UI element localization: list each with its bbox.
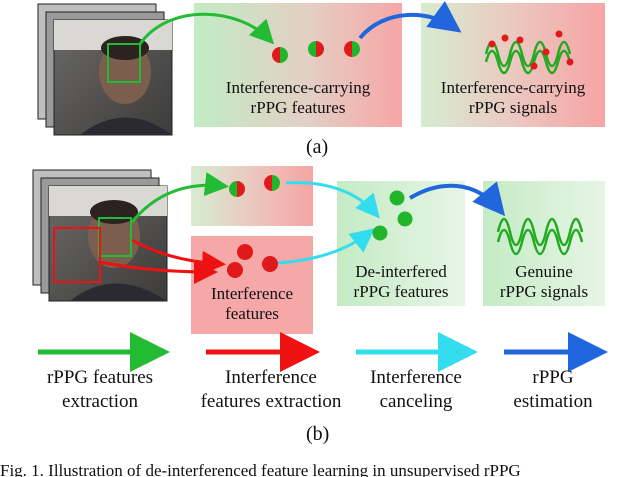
- label-line: Interference: [210, 284, 294, 303]
- feature-ball-a1: [272, 47, 288, 63]
- label-line: features: [225, 304, 279, 323]
- interference-ball-b1: [227, 262, 243, 278]
- label-line: estimation: [513, 391, 593, 412]
- feature-ball-b2: [264, 175, 280, 191]
- label-line: rPPG features: [353, 282, 449, 301]
- label-carrying-signals-a: Interference-carrying rPPG signals: [421, 78, 605, 118]
- arrow-green-b: [130, 172, 229, 223]
- deinterfered-ball-b2: [389, 190, 405, 206]
- signal-wave-b: [496, 217, 584, 256]
- deinterfered-ball-b3: [397, 211, 413, 227]
- label-genuine-b: Genuine rPPG signals: [483, 262, 605, 302]
- legend-label-rppg-extraction: rPPG features extraction: [22, 366, 178, 414]
- feature-ball-a2: [308, 41, 324, 57]
- label-line: Genuine: [515, 262, 573, 281]
- label-line: De-interfered: [355, 262, 447, 281]
- feature-ball-a3: [344, 41, 360, 57]
- deinterfered-ball-b1: [372, 225, 388, 241]
- legend-label-estimation: rPPG estimation: [494, 366, 612, 414]
- arrow-blue-b: [408, 181, 506, 217]
- label-carrying-features-a: Interference-carrying rPPG features: [196, 78, 400, 118]
- label-deinterfered-b: De-interfered rPPG features: [337, 262, 465, 302]
- video-frames-b: [32, 169, 168, 302]
- label-interference-features-b: Interference features: [191, 284, 313, 324]
- label-line: rPPG features: [46, 367, 154, 388]
- arrow-blue-a: [358, 1, 462, 40]
- interference-ball-b2: [237, 244, 253, 260]
- interference-ball-b3: [262, 256, 278, 272]
- region-carrying-b: [191, 166, 313, 226]
- region-features-a: [194, 3, 402, 127]
- figure-caption: Fig. 1. Illustration of de-interferenced…: [0, 461, 521, 477]
- label-line: Interference: [225, 367, 317, 388]
- label-line: features extraction: [200, 391, 342, 412]
- face-roi-green-a: [107, 43, 141, 83]
- arrow-green-a: [138, 12, 275, 45]
- subfigure-label-b: (b): [306, 423, 330, 445]
- legend-label-canceling: Interference canceling: [352, 366, 480, 414]
- legend-label-interference-extraction: Interference features extraction: [183, 366, 359, 414]
- signal-wave-a: [484, 30, 574, 75]
- video-frames-a: [37, 3, 173, 136]
- label-line: rPPG signals: [468, 98, 558, 117]
- label-line: canceling: [379, 391, 453, 412]
- label-line: rPPG features: [250, 98, 346, 117]
- feature-ball-b1: [229, 181, 245, 197]
- background-roi-red-b: [53, 227, 101, 283]
- label-line: rPPG: [532, 367, 574, 388]
- arrow-cyan-top-b: [285, 181, 380, 219]
- arrow-red-b2: [99, 259, 218, 284]
- label-line: Interference-carrying: [225, 78, 371, 97]
- subfigure-label-a: (a): [306, 136, 329, 158]
- label-line: Interference-carrying: [440, 78, 586, 97]
- label-line: Interference: [370, 367, 462, 388]
- arrow-cyan-bottom-b: [277, 228, 375, 265]
- label-line: extraction: [62, 391, 138, 412]
- label-line: rPPG signals: [499, 282, 589, 301]
